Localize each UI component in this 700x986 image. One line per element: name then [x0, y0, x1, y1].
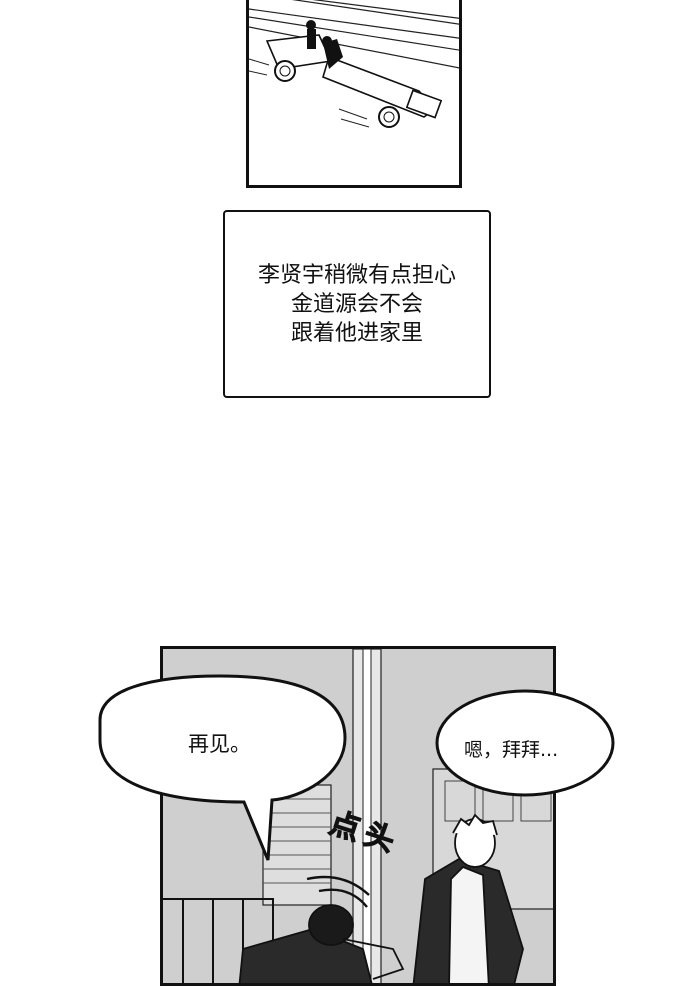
narration-caption-box: 李贤宇稍微有点担心 金道源会不会 跟着他进家里 [223, 210, 491, 398]
watermark: 漫画 [560, 795, 617, 828]
panel-street-scene [160, 646, 556, 986]
right-bubble-text: 嗯，拜拜... [464, 739, 559, 761]
panel-tractor-scene [246, 0, 462, 188]
tractor-illustration [249, 0, 459, 128]
left-bubble-text: 再见。 [188, 732, 251, 756]
caption-line-2: 金道源会不会 [290, 291, 423, 317]
caption-line-3: 跟着他进家里 [290, 320, 423, 346]
caption-line-1: 李贤宇稍微有点担心 [257, 262, 456, 288]
